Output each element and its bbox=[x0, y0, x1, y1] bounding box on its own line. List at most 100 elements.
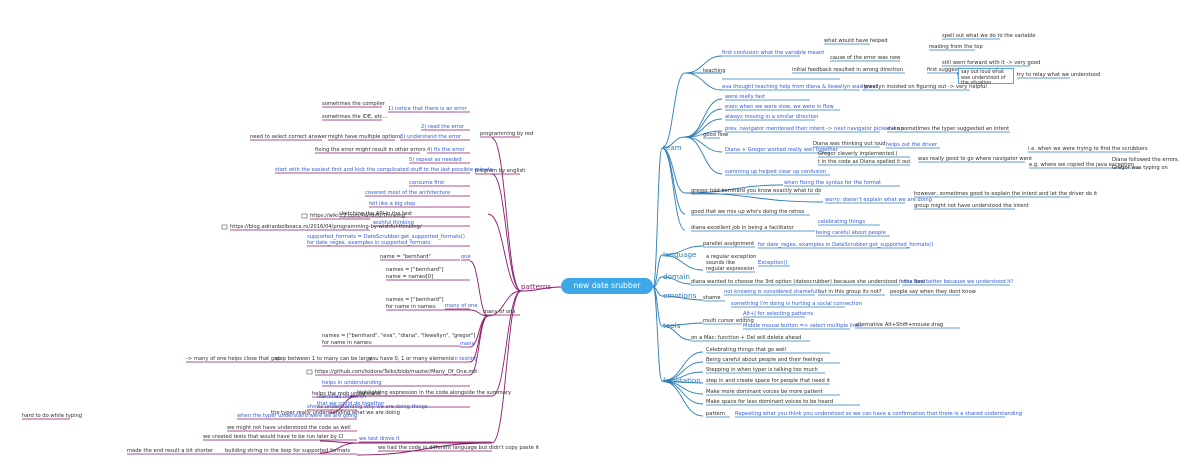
map-node[interactable]: sometimes the compiler bbox=[322, 101, 385, 107]
map-node[interactable]: helps the mob understand bbox=[312, 391, 381, 397]
map-node[interactable]: teaching bbox=[703, 68, 726, 74]
map-node[interactable]: sounds like bbox=[706, 260, 735, 266]
map-node[interactable]: Make space for less dominant voices to b… bbox=[706, 399, 834, 405]
map-node[interactable]: sometimes the IDE, etc... bbox=[322, 114, 388, 120]
map-node[interactable]: shows understanding why we are doing thi… bbox=[307, 404, 428, 410]
map-node[interactable]: initial feedback resulted in wrong direc… bbox=[792, 67, 903, 73]
map-node[interactable]: on a Mac: function + Del will delete ahe… bbox=[691, 335, 802, 341]
map-node[interactable]: highlighting expression in the code alon… bbox=[357, 390, 512, 396]
branch-domain[interactable]: domain bbox=[663, 272, 690, 281]
map-node[interactable]: you have 0, 1 or many elements bbox=[369, 356, 454, 362]
map-node[interactable]: Gregor was typing on bbox=[1112, 165, 1168, 171]
map-node[interactable]: prev. navigator mentioned their intent -… bbox=[725, 126, 904, 132]
map-node[interactable]: made the end result a bit shorter bbox=[127, 448, 214, 454]
map-node[interactable]: reading from the top bbox=[929, 44, 983, 50]
map-node[interactable]: worry: doesn't explain what we are doing bbox=[825, 197, 932, 203]
map-node[interactable]: not knowing is considered shameful bbox=[724, 289, 818, 295]
map-node[interactable]: alternative Alt+Shift+mouse drag bbox=[855, 322, 944, 328]
map-node[interactable]: name = "bernhard" bbox=[380, 254, 431, 260]
map-node[interactable]: many of one bbox=[445, 303, 478, 309]
map-node[interactable]: diana excellent job in being a facilitat… bbox=[691, 225, 794, 231]
callout-note[interactable]: say out loud what was understood of the … bbox=[958, 68, 1014, 86]
map-node[interactable]: in testing bbox=[453, 356, 478, 362]
map-node[interactable]: helps out the driver bbox=[886, 142, 938, 148]
map-node[interactable]: many bbox=[460, 341, 475, 347]
map-node[interactable]: helps in understanding bbox=[322, 380, 382, 386]
map-node[interactable]: wishful thinking bbox=[373, 220, 414, 226]
branch-tools[interactable]: tools bbox=[663, 321, 681, 330]
map-node[interactable]: felt like a big step bbox=[369, 201, 416, 207]
map-node[interactable]: when fixing the syntax for the format bbox=[784, 180, 882, 186]
map-node[interactable]: regular expression bbox=[706, 266, 755, 272]
link-icon[interactable] bbox=[301, 213, 308, 219]
map-node[interactable]: Celebrating things that go well bbox=[706, 347, 787, 353]
map-node[interactable]: shame bbox=[703, 295, 721, 301]
map-node[interactable]: was really good to go where navigator we… bbox=[918, 156, 1033, 162]
map-node[interactable]: building string in the loop for supporte… bbox=[225, 448, 351, 454]
map-node[interactable]: still went forward with it -> very good bbox=[942, 60, 1041, 66]
map-node[interactable]: multi cursor editing bbox=[703, 318, 754, 324]
map-node[interactable]: what would have helped bbox=[824, 38, 888, 44]
map-node[interactable]: Diana was thinking out loud bbox=[813, 141, 886, 147]
map-node[interactable]: supported_formats = DateScrubber.get_sup… bbox=[307, 234, 465, 240]
map-node[interactable]: 3) understand the error bbox=[400, 134, 462, 140]
map-node[interactable]: names = ["bernhard"] bbox=[386, 267, 444, 273]
map-node[interactable]: pattern bbox=[706, 411, 726, 417]
map-node[interactable]: diana wanted to choose the 3rd option (d… bbox=[691, 279, 926, 285]
map-node[interactable]: covered most of the architecture bbox=[365, 190, 451, 196]
map-node[interactable]: spell out what we do to the variable bbox=[942, 33, 1036, 39]
map-node[interactable]: something I'm doing is hurting a social … bbox=[731, 301, 862, 307]
map-node[interactable]: for name in names: bbox=[386, 304, 437, 310]
map-node[interactable]: summing up helped clear up confusion bbox=[725, 169, 827, 175]
map-node[interactable]: but in this group its not? bbox=[818, 289, 882, 295]
map-node[interactable]: https://blog.adrianbolboaca.ro/2016/04/p… bbox=[230, 224, 422, 230]
map-node[interactable]: Make more dominant voices be more patien… bbox=[706, 389, 823, 395]
map-node[interactable]: was flow better because we understood it… bbox=[902, 279, 1014, 285]
map-node[interactable]: a regular exception bbox=[706, 254, 757, 260]
map-node[interactable]: hard to do while typing bbox=[22, 413, 83, 419]
map-node[interactable]: the typer really understanding what we a… bbox=[271, 410, 400, 416]
map-node[interactable]: we test drove it bbox=[359, 436, 400, 442]
map-node[interactable]: we might not have understood the code as… bbox=[227, 425, 351, 431]
map-node[interactable]: -> many of one helps close that gap bbox=[186, 356, 281, 362]
map-node[interactable]: Middle mouse button => select multiple l… bbox=[743, 323, 862, 329]
map-node[interactable]: fixing the error might result in other e… bbox=[315, 147, 426, 153]
map-node[interactable]: e.g. where we copied the java exception bbox=[1029, 162, 1135, 168]
map-node[interactable]: name = names[0] bbox=[386, 274, 434, 280]
map-node[interactable]: for date_regex, examples in DateScrubber… bbox=[758, 242, 934, 248]
map-node[interactable]: Diana followed the errors, bbox=[1112, 157, 1180, 163]
map-node[interactable]: one bbox=[461, 254, 471, 260]
map-node[interactable]: eva thought teaching help from diana & l… bbox=[722, 84, 878, 90]
branch-emotions[interactable]: emotions bbox=[663, 291, 697, 300]
map-node[interactable]: https://wiki.c2.com/?WishfulThinking bbox=[310, 213, 405, 219]
map-node[interactable]: being careful about people bbox=[816, 230, 886, 236]
map-node[interactable]: celebrating things bbox=[818, 219, 866, 225]
map-node[interactable]: 2) read the error bbox=[421, 124, 465, 130]
map-node[interactable]: group might not have understood the inte… bbox=[914, 203, 1029, 209]
map-node[interactable]: step in and create space for people that… bbox=[706, 378, 830, 384]
map-node[interactable]: many of one bbox=[483, 309, 516, 315]
map-node[interactable]: we created tests that would have to be r… bbox=[203, 434, 344, 440]
map-node[interactable]: 4) fix the error bbox=[427, 147, 465, 153]
map-node[interactable]: Being careful about people and their fee… bbox=[706, 357, 824, 363]
central-topic[interactable]: new date srubber formats bbox=[561, 278, 653, 306]
branch-patterns[interactable]: patterns bbox=[521, 282, 552, 291]
map-node[interactable]: llewellyn insisted on figuring out -> ve… bbox=[862, 84, 987, 90]
map-node[interactable]: Alt+J for selecting patterns bbox=[743, 311, 814, 317]
map-node[interactable]: step between 1 to many can be large bbox=[275, 356, 373, 362]
map-node[interactable]: https://github.com/isidore/Talks/blob/ma… bbox=[315, 369, 477, 375]
map-node[interactable]: however, sometimes good to explain the i… bbox=[914, 191, 1098, 197]
branch-language[interactable]: language bbox=[663, 250, 697, 259]
map-node[interactable]: Stepping in when typer is talking too mu… bbox=[706, 367, 818, 373]
map-node[interactable]: i.e. when we were trying to find the scr… bbox=[1028, 146, 1148, 152]
map-node[interactable]: we had the code in different language bu… bbox=[378, 445, 539, 451]
map-node[interactable]: t in the code as Diana spelled it out bbox=[818, 159, 911, 165]
link-icon[interactable] bbox=[306, 369, 313, 375]
map-node[interactable]: Diana + Gregor worked really well togeth… bbox=[725, 147, 838, 153]
map-node[interactable]: first confusion what the variable meant bbox=[722, 50, 825, 56]
map-node[interactable]: identified intention bbox=[317, 394, 367, 400]
map-node[interactable]: always moving in a similar direction bbox=[725, 114, 819, 120]
map-node[interactable]: cause of the error was new bbox=[830, 55, 901, 61]
map-node[interactable]: for name in names: bbox=[322, 340, 373, 346]
map-node[interactable]: names = ["bernhard", "eva", "diana", "ll… bbox=[322, 333, 476, 339]
